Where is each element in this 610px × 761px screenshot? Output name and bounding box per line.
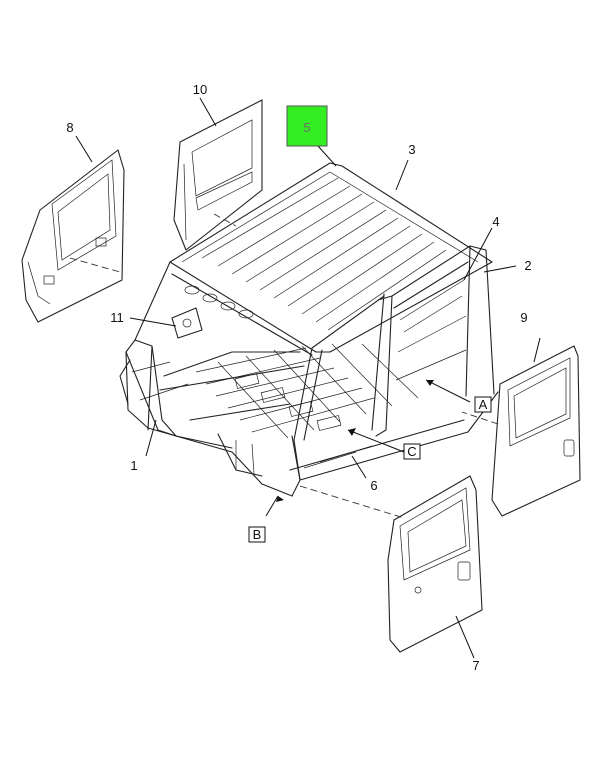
callout-5[interactable]: 5 — [303, 120, 310, 135]
explode-lines — [69, 213, 499, 519]
callout-8[interactable]: 8 — [66, 120, 73, 135]
svg-text:A: A — [479, 397, 488, 412]
door-7[interactable] — [387, 475, 483, 653]
door-9[interactable] — [491, 345, 581, 517]
view-label-a[interactable]: A — [474, 396, 492, 413]
callout-1[interactable]: 1 — [130, 458, 137, 473]
roof-panel[interactable] — [169, 162, 493, 356]
door-10[interactable] — [173, 99, 263, 251]
highlight-box-5[interactable] — [286, 105, 328, 147]
door-8[interactable] — [21, 149, 125, 323]
callout-4[interactable]: 4 — [492, 214, 499, 229]
view-label-c[interactable]: C — [403, 443, 421, 460]
callout-9[interactable]: 9 — [520, 310, 527, 325]
bracket-11[interactable] — [171, 307, 203, 339]
svg-text:B: B — [253, 527, 262, 542]
svg-text:C: C — [407, 444, 416, 459]
view-label-b[interactable]: B — [248, 526, 266, 543]
callout-6[interactable]: 6 — [370, 478, 377, 493]
callout-2[interactable]: 2 — [524, 258, 531, 273]
callout-3[interactable]: 3 — [408, 142, 415, 157]
cab-shell[interactable] — [119, 245, 499, 497]
callout-10[interactable]: 10 — [193, 82, 207, 97]
callout-11[interactable]: 11 — [110, 310, 124, 325]
callout-7[interactable]: 7 — [472, 658, 479, 673]
leader-lines — [75, 97, 541, 659]
